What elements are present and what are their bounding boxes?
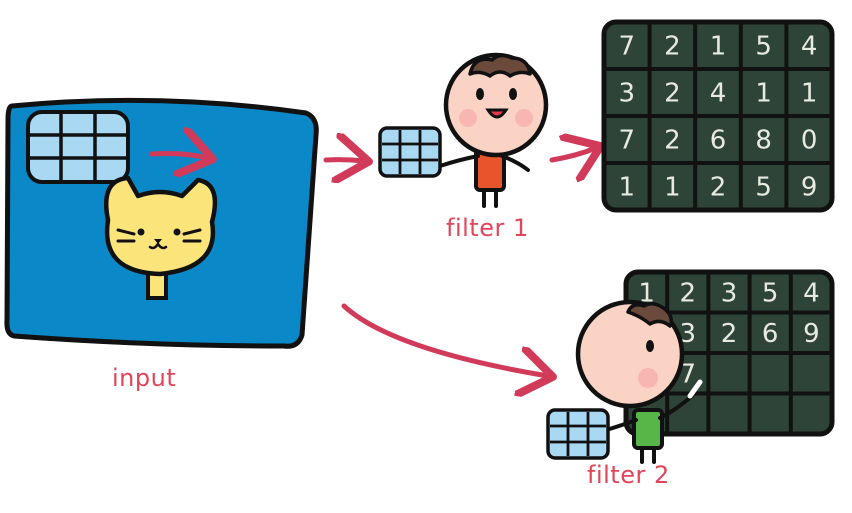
- feature_map_1-cell: 1: [664, 173, 681, 203]
- arrow-to-feature-map-1: [549, 148, 596, 160]
- feature_map_2-cell: 3: [721, 278, 738, 308]
- input-image: [4, 97, 319, 349]
- feature_map_1-cell: 2: [664, 79, 681, 109]
- input-label: input: [112, 364, 177, 392]
- arrow-to-filter-2: [341, 303, 548, 376]
- slide-arrow: [149, 154, 208, 159]
- feature_map_1-cell: 0: [801, 126, 818, 156]
- feature_map_1-cell: 7: [619, 32, 636, 62]
- filter-1-grid: [378, 126, 442, 178]
- feature_map_1-cell: 6: [710, 126, 727, 156]
- filter-2-grid: [546, 408, 610, 460]
- feature_map_1-cell: 1: [710, 32, 727, 62]
- feature_map_1-cell: 4: [801, 32, 818, 62]
- feature_map_2-cell: 2: [721, 319, 738, 349]
- filter-2-character: [546, 299, 703, 464]
- feature_map_2-cell: 5: [762, 278, 779, 308]
- feature_map_2-cell: 7: [680, 359, 697, 389]
- arrow-to-filter-1: [323, 160, 364, 161]
- filter-1-character: [378, 52, 549, 208]
- feature_map_1-cell: 3: [619, 79, 636, 109]
- feature_map_1-cell: 5: [755, 32, 772, 62]
- feature_map_2-cell: 3: [680, 319, 697, 349]
- cat-illustration: [104, 175, 218, 300]
- feature_map_1-cell: 4: [710, 79, 727, 109]
- feature_map_1-cell: 8: [755, 126, 772, 156]
- filter-1-label: filter 1: [446, 214, 529, 242]
- feature_map_1-cell: 1: [619, 173, 636, 203]
- feature_map_1-cell: 2: [710, 173, 727, 203]
- feature_map_1-cell: 2: [664, 32, 681, 62]
- feature_map_1-cell: 7: [619, 126, 636, 156]
- feature_map_1-cell: 5: [755, 173, 772, 203]
- feature_map_1-cell: 1: [755, 79, 772, 109]
- input-filter-window: [26, 110, 130, 184]
- feature_map_2-cell: 1: [638, 278, 655, 308]
- feature_map_2-cell: 6: [762, 319, 779, 349]
- feature_map_1-cell: 2: [664, 126, 681, 156]
- feature_map_1-cell: 1: [801, 79, 818, 109]
- feature_map_2-cell: 4: [803, 278, 820, 308]
- feature_map_1-cell: 9: [801, 173, 818, 203]
- filter-2-label: filter 2: [587, 461, 670, 489]
- filter-1-head: [443, 52, 549, 158]
- feature_map_2-cell: 2: [680, 278, 697, 308]
- feature_map_2-cell: 9: [803, 319, 820, 349]
